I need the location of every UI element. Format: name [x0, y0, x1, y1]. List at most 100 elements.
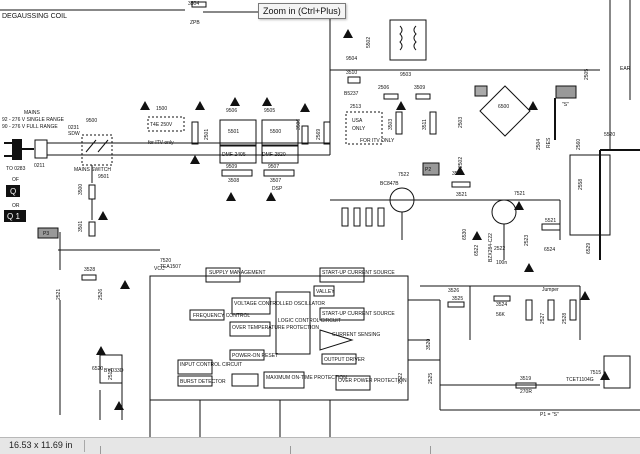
ref-2523: 2523 — [524, 235, 530, 246]
ref-3506: 3506 — [296, 119, 302, 130]
svg-text:START-UP CURRENT SOURCE: START-UP CURRENT SOURCE — [322, 311, 395, 317]
ref-p2: P2 — [425, 167, 431, 173]
ref-dmf2405: DMF-2405 — [222, 152, 246, 158]
ic-outline — [149, 275, 409, 401]
mains-range-single: 92 - 276 V SINGLE RANGE — [2, 117, 65, 123]
ref-2513: 2513 — [350, 104, 361, 110]
conn-q-text: Q — [10, 187, 16, 196]
ref-6530: 6530 — [462, 229, 468, 240]
ref-0211: 0211 — [34, 163, 45, 169]
ref-7515: 7515 — [590, 370, 601, 376]
ref-ic-name: TEA1507 — [160, 264, 181, 270]
plug-or: OR — [12, 203, 20, 209]
ref-2506: 2506 — [378, 85, 389, 91]
ref-3504: 3504 — [188, 1, 199, 7]
ref-5521: 5521 — [545, 218, 556, 224]
svg-text:MAXIMUM ON-TIME PROTECTION: MAXIMUM ON-TIME PROTECTION — [266, 375, 347, 381]
ref-56k: 56K — [496, 312, 506, 318]
ref-byd: BYD33D — [104, 368, 124, 374]
ref-3501: 3501 — [78, 221, 84, 232]
ref-7522: 7522 — [398, 172, 409, 178]
scroll-tick — [290, 446, 291, 454]
svg-text:OUTPUT DRIVER: OUTPUT DRIVER — [324, 357, 365, 363]
ladder-network — [341, 207, 385, 227]
p3-box — [37, 227, 59, 239]
ref-6522: 6522 — [474, 245, 480, 256]
horizontal-scrollbar[interactable] — [90, 442, 520, 454]
ref-s1: "S" — [562, 102, 569, 108]
ref-3520: 3520 — [426, 339, 432, 350]
ref-ps: P1 = "S" — [540, 412, 559, 418]
ref-3521: 3521 — [456, 192, 467, 198]
ref-3508: 3508 — [228, 178, 239, 184]
ref-b5237: B5237 — [344, 91, 359, 97]
ref-bzx: BZX284-C22 — [488, 233, 494, 262]
ref-9509: 9509 — [226, 164, 237, 170]
ref-9501: 9501 — [98, 174, 109, 180]
ref-2501: 2501 — [204, 129, 210, 140]
ref-bc847b: BC847B — [380, 181, 399, 187]
scroll-tick — [430, 446, 431, 454]
ref-6520: 6520 — [92, 366, 103, 372]
ref-2527: 2527 — [540, 313, 546, 324]
mains-title: MAINS — [24, 110, 41, 116]
ref-zpb: ZPB — [190, 20, 200, 26]
ref-p3: P3 — [43, 231, 49, 237]
ref-3519: 3519 — [520, 376, 531, 382]
svg-text:SUPPLY MANAGEMENT: SUPPLY MANAGEMENT — [209, 270, 266, 276]
ref-usa: USA — [352, 118, 363, 124]
ref-sdw: SDW — [68, 131, 80, 137]
ref-6524: 6524 — [544, 247, 555, 253]
ref-5500: 5500 — [270, 129, 281, 135]
ref-only: ONLY — [352, 126, 366, 132]
bridge-rectifier: 6500 — [479, 85, 531, 137]
ref-ear: EAR — [620, 66, 631, 72]
svg-text:CURRENT SENSING: CURRENT SENSING — [332, 332, 380, 338]
svg-text:OVER TEMPERATURE PROTECTION: OVER TEMPERATURE PROTECTION — [232, 325, 319, 331]
ref-9507: 9507 — [268, 164, 279, 170]
ref-3509: 3509 — [414, 85, 425, 91]
p1-box — [474, 85, 488, 97]
ref-2569: 2569 — [316, 129, 322, 140]
ref-5502: 5502 — [366, 37, 372, 48]
degaussing-label: DEGAUSSING COIL — [2, 13, 67, 20]
plug-of: OF — [12, 177, 19, 183]
ref-7521: 7521 — [514, 191, 525, 197]
connector-q1-icon — [4, 210, 26, 222]
ref-jumper: Jumper — [542, 287, 559, 293]
svg-text:VOLTAGE CONTROLLED OSCILLATOR: VOLTAGE CONTROLLED OSCILLATOR — [234, 301, 325, 307]
ref-itv2: FOR ITV ONLY — [360, 138, 395, 144]
ref-3526: 3526 — [448, 288, 459, 294]
svg-text:VALLEY: VALLEY — [316, 289, 335, 295]
mains-switch-label: MAINS SWITCH — [74, 167, 111, 173]
page-size-readout: 16.53 x 11.69 in — [9, 440, 73, 450]
ref-3503: 3503 — [388, 119, 394, 130]
ref-2521: 2521 — [56, 289, 62, 300]
ref-9503: 9503 — [400, 72, 411, 78]
ref-2528: 2528 — [562, 313, 568, 324]
zoom-tooltip: Zoom in (Ctrl+Plus) — [258, 3, 346, 19]
ref-2558: 2558 — [578, 179, 584, 190]
ref-270r: 270R — [520, 389, 532, 395]
ref-2505: 2505 — [584, 69, 590, 80]
ref-3510: 3510 — [346, 70, 357, 76]
svg-text:FREQUENCY CONTROL: FREQUENCY CONTROL — [193, 313, 250, 319]
svg-text:POWER-ON RESET: POWER-ON RESET — [232, 353, 278, 359]
ref-3500: 3500 — [78, 184, 84, 195]
status-divider — [84, 440, 85, 452]
ref-2519: 2519 — [108, 369, 114, 380]
ref-t4e: T4E 250V — [150, 122, 173, 128]
ref-2522: 2522 — [494, 246, 505, 252]
connector-q-icon — [6, 185, 20, 197]
ref-3532: 3532 — [452, 171, 463, 177]
ref-9504: 9504 — [346, 56, 357, 62]
ref-6500: 6500 — [498, 104, 509, 110]
ref-2560: 2560 — [576, 139, 582, 150]
ref-9506: 9506 — [226, 108, 237, 114]
ref-2525: 2525 — [428, 373, 434, 384]
ref-3522: 3522 — [398, 373, 404, 384]
ref-100n: 100n — [496, 260, 507, 266]
p2-box — [422, 162, 440, 176]
ref-3525: 3525 — [452, 296, 463, 302]
